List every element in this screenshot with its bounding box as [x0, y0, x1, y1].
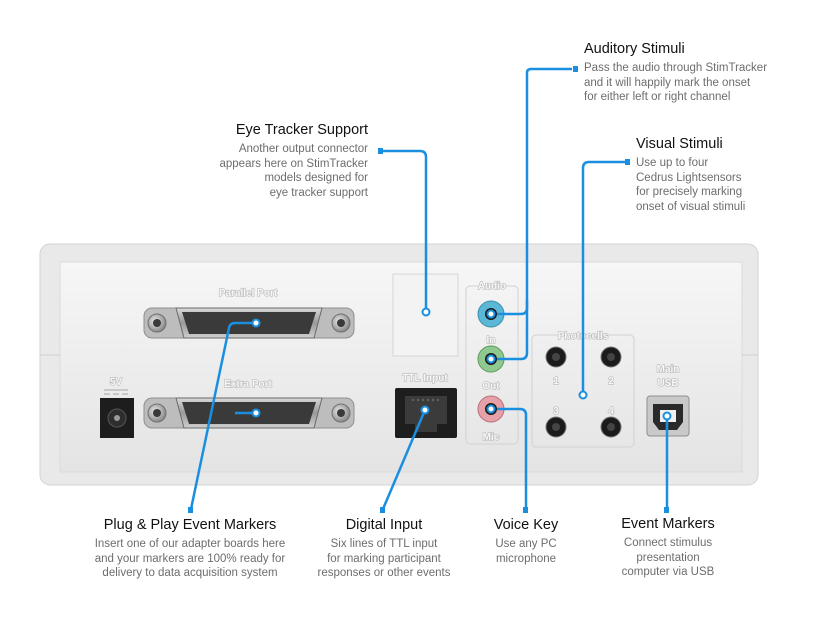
- digital-input-title: Digital Input: [345, 517, 423, 533]
- voice-key-line-1: Use any PC: [495, 538, 557, 550]
- event-markers-line-3: computer via USB: [621, 566, 715, 578]
- digital-input-line-3: responses or other events: [317, 567, 451, 579]
- callout-eye-tracker: Eye Tracker Support Another output conne…: [168, 122, 368, 200]
- auditory-line-2: and it will happily mark the onset: [584, 76, 751, 89]
- auditory-line-1: Pass the audio through StimTracker: [584, 62, 768, 74]
- photocell-3-label: 3: [553, 406, 559, 417]
- eye-tracker-line-4: eye tracker support: [269, 186, 368, 199]
- leader-plug-play: [189, 321, 256, 510]
- audio-label: Audio: [478, 281, 506, 292]
- leader-eye-tracker: [382, 149, 428, 309]
- mic-label: Mic: [483, 432, 500, 443]
- leader-auditory-out: [497, 300, 529, 361]
- auditory-line-3: for either left or right channel: [584, 91, 731, 103]
- event-markers-title: Event Markers: [621, 516, 715, 532]
- extra-port-label: Extra Port: [224, 379, 272, 390]
- eye-tracker-line-2: appears here on StimTracker: [219, 157, 368, 170]
- callout-plug-play: Plug & Play Event Markers Insert one of …: [60, 517, 320, 581]
- visual-line-3: for precisely marking: [636, 186, 743, 198]
- audio-in-label: In: [487, 335, 496, 346]
- leader-digital: [381, 409, 427, 510]
- plug-play-line-3: delivery to data acquisition system: [102, 567, 278, 579]
- eye-tracker-line-3: models designed for: [264, 172, 368, 184]
- parallel-port-label: Parallel Port: [219, 288, 278, 299]
- plug-play-line-1: Insert one of our adapter boards here: [94, 538, 286, 550]
- visual-line-1: Use up to four: [636, 157, 709, 169]
- leader-visual: [581, 160, 627, 393]
- power-jack: 5V: [100, 376, 134, 438]
- visual-title: Visual Stimuli: [636, 136, 723, 152]
- audio-out-label: Out: [482, 381, 500, 392]
- leader-auditory: [497, 67, 572, 316]
- parallel-port: Parallel Port: [143, 287, 355, 339]
- visual-line-2: Cedrus Lightsensors: [636, 171, 742, 184]
- power-label: 5V: [110, 377, 123, 388]
- event-markers-line-1: Connect stimulus: [623, 537, 713, 549]
- photocell-2-label: 2: [608, 376, 614, 387]
- callout-visual: Visual Stimuli Use up to four Cedrus Lig…: [636, 136, 745, 214]
- callout-voice-key: Voice Key Use any PC microphone: [476, 517, 576, 566]
- photocell-1-label: 1: [553, 376, 559, 387]
- voice-key-title: Voice Key: [493, 517, 559, 533]
- eye-tracker-title: Eye Tracker Support: [235, 122, 368, 138]
- digital-input-line-1: Six lines of TTL input: [330, 538, 438, 550]
- auditory-title: Auditory Stimuli: [584, 41, 685, 57]
- callout-digital-input: Digital Input Six lines of TTL input for…: [304, 517, 464, 581]
- callout-auditory: Auditory Stimuli Pass the audio through …: [584, 41, 767, 105]
- voice-key-line-2: microphone: [495, 552, 557, 565]
- callout-event-markers: Event Markers Connect stimulus presentat…: [608, 516, 728, 580]
- usb-label: USB: [657, 378, 678, 389]
- plug-play-title: Plug & Play Event Markers: [103, 517, 277, 533]
- ttl-label: TTL Input: [402, 373, 448, 384]
- leader-voice: [497, 407, 528, 509]
- eye-tracker-line-1: Another output connector: [238, 143, 368, 155]
- plug-play-line-2: and your markers are 100% ready for: [94, 552, 286, 565]
- event-markers-line-2: presentation: [636, 551, 700, 564]
- usb-main-label: Main: [657, 364, 680, 375]
- digital-input-line-2: for marking participant: [327, 552, 441, 565]
- visual-line-4: onset of visual stimuli: [636, 200, 746, 213]
- photocell-4-label: 4: [608, 406, 614, 417]
